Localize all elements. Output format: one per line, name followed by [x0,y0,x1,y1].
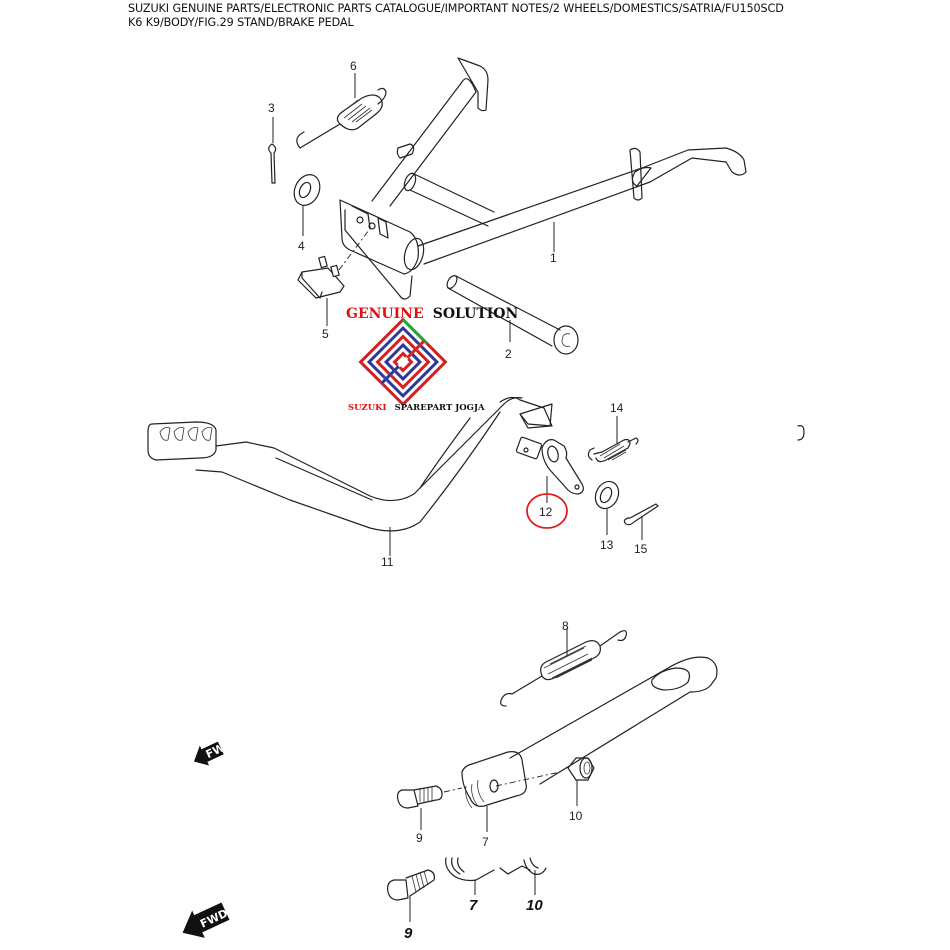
part-7-side-stand[interactable]: 7 [461,656,718,849]
highlight-circle [526,493,568,529]
part-number-10: 10 [569,809,583,823]
part-number-9: 9 [416,831,423,845]
watermark-maze-icon [357,316,449,408]
watermark-subtitle: SUZUKI SPAREPART JOGJA [348,395,485,414]
edge-fragment [797,425,805,441]
part-number-6: 6 [350,59,357,73]
part-number-8: 8 [562,619,569,633]
part-2-stand-shaft[interactable]: 2 [445,274,579,361]
detail-number-10: 10 [526,897,543,914]
part-4-washer[interactable]: 4 [289,170,324,253]
part-14-spring[interactable]: 14 [587,401,639,463]
part-6-spring[interactable]: 6 [296,59,387,149]
breadcrumb-line-1: SUZUKI GENUINE PARTS/ELECTRONIC PARTS CA… [128,2,784,15]
part-12-brake-lever[interactable]: 12 [526,439,584,529]
watermark-title: GENUINE SOLUTION [346,303,519,322]
alignment-line [338,225,373,271]
part-8-spring[interactable]: 8 [500,619,627,707]
detail-number-9: 9 [404,925,413,942]
part-10-nut[interactable]: 10 [567,757,595,823]
part-number-2: 2 [505,347,512,361]
watermark-subtitle-red: SUZUKI [348,403,387,413]
watermark-subtitle-black: SPAREPART JOGJA [395,403,485,413]
watermark-title-red: GENUINE [346,306,424,322]
alignment-line-bolt [443,787,463,793]
watermark-logo: GENUINE SOLUTION SUZUKI SPAREPART JOGJA [346,303,519,414]
part-number-3: 3 [268,101,275,115]
breadcrumb-line-2: K6 K9/BODY/FIG.29 STAND/BRAKE PEDAL [128,15,354,29]
detail-bolt: 9 [387,869,435,942]
fwd-arrow-icon-2: FWD [182,902,230,938]
part-1-main-stand[interactable]: 1 [339,57,747,300]
watermark-title-black: SOLUTION [433,306,519,322]
alignment-line-nut [495,771,561,787]
fwd-arrow-icon: FWD [194,737,236,766]
part-number-1: 1 [550,251,557,265]
detail-side-stand-assembly: 7 10 [445,857,547,914]
part-9-bolt[interactable]: 9 [396,785,443,845]
part-number-15: 15 [634,542,648,556]
part-13-washer[interactable]: 13 [591,478,623,552]
fwd-label: FWD [204,737,236,761]
breadcrumb: SUZUKI GENUINE PARTS/ELECTRONIC PARTS CA… [128,2,928,29]
part-number-5: 5 [322,327,329,341]
part-number-7: 7 [482,835,489,849]
detail-number-7: 7 [469,897,478,914]
part-5-stopper[interactable]: 5 [297,255,345,341]
part-number-12: 12 [539,505,553,519]
part-number-4: 4 [298,239,305,253]
part-number-13: 13 [600,538,614,552]
part-number-14: 14 [610,401,624,415]
part-15-cotter-pin[interactable]: 15 [623,503,659,556]
part-number-11: 11 [381,555,394,569]
part-3-cotter-pin[interactable]: 3 [268,101,277,184]
part-11-brake-pedal[interactable]: 11 [147,396,553,569]
